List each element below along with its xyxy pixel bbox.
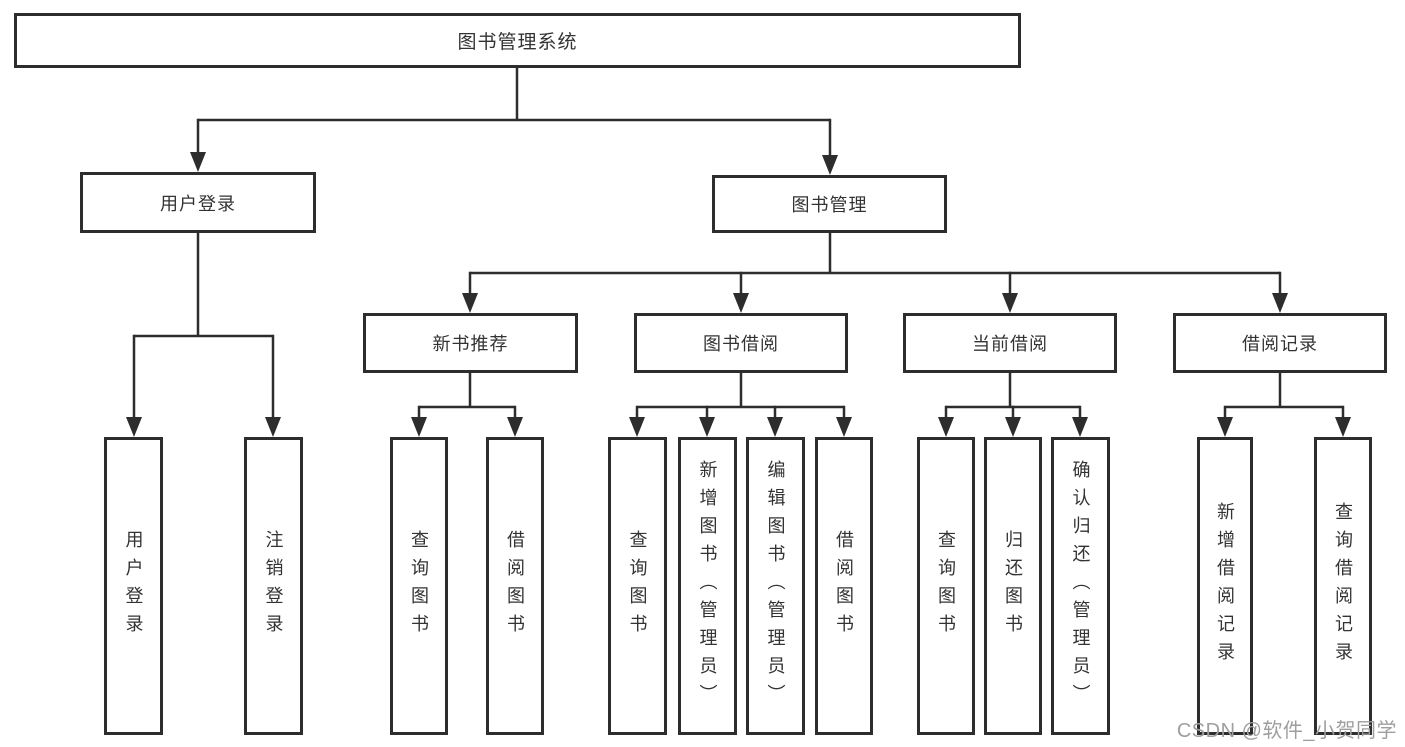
leaf-cb-return-books: 归还图书 <box>984 437 1042 735</box>
leaf-user-login: 用户登录 <box>104 437 163 735</box>
leaf-nbr-borrow-books: 借阅图书 <box>486 437 544 735</box>
csdn-watermark: CSDN @软件_小贺同学 <box>1176 720 1397 742</box>
leaf-nbr-query-books: 查询图书 <box>390 437 448 735</box>
leaf-bb-add-book-admin: 新增图书（管理员） <box>678 437 737 735</box>
leaf-br-add-borrow-record: 新增借阅记录 <box>1197 437 1253 735</box>
node-current-borrow: 当前借阅 <box>903 313 1117 373</box>
leaf-bb-borrow-books: 借阅图书 <box>815 437 873 735</box>
leaf-cb-query-books: 查询图书 <box>917 437 975 735</box>
leaf-logout-login: 注销登录 <box>244 437 303 735</box>
leaf-bb-query-books: 查询图书 <box>608 437 667 735</box>
leaf-bb-edit-book-admin: 编辑图书（管理员） <box>746 437 805 735</box>
node-book-borrow: 图书借阅 <box>634 313 848 373</box>
node-new-book-recommend: 新书推荐 <box>363 313 578 373</box>
leaf-br-query-borrow-record: 查询借阅记录 <box>1314 437 1372 735</box>
node-library-system: 图书管理系统 <box>14 13 1021 68</box>
node-book-management: 图书管理 <box>712 175 947 233</box>
node-user-login: 用户登录 <box>80 172 316 233</box>
leaf-cb-confirm-return-admin: 确认归还（管理员） <box>1051 437 1110 735</box>
node-borrow-records: 借阅记录 <box>1173 313 1387 373</box>
